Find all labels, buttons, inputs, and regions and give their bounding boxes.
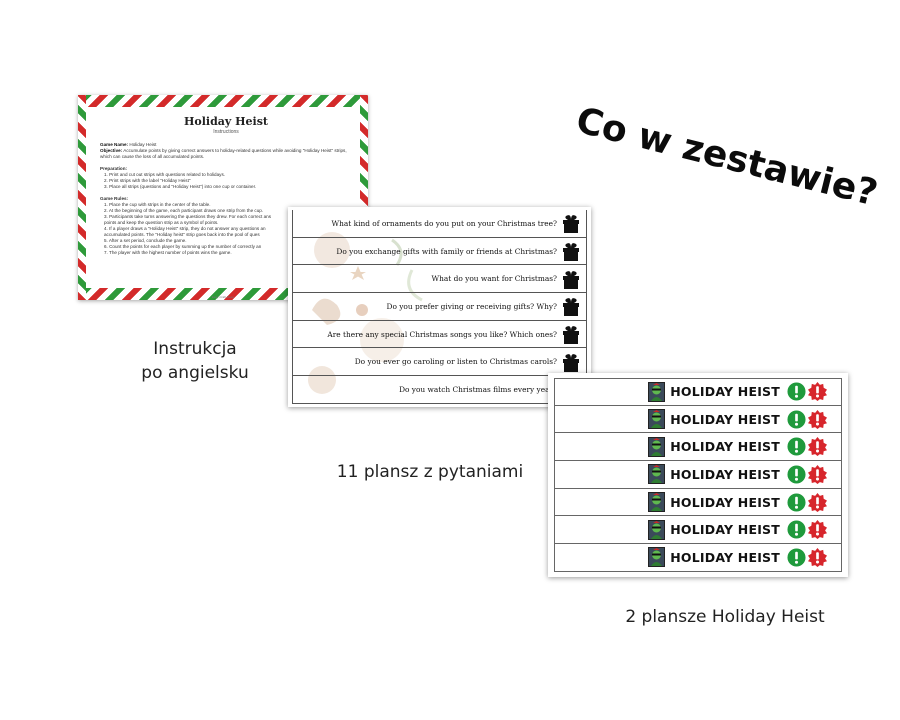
heist-strip: HOLIDAY HEIST [554, 461, 842, 489]
sheet-subtitle: Instructions [213, 129, 239, 135]
red-alert-badge-icon [808, 437, 827, 457]
rule-item: accumulated points. The "Holiday heist" … [104, 232, 260, 237]
sheet-title: Holiday Heist [184, 115, 268, 128]
caption-instructions-line2: po angielsku [141, 363, 249, 383]
headline: Co w zestawie? [572, 100, 882, 215]
preparation-heading: Preparation: [100, 166, 128, 171]
question-text: What kind of ornaments do you put on you… [331, 218, 557, 228]
gift-icon [563, 326, 579, 345]
question-strip: Are there any special Christmas songs yo… [292, 320, 587, 349]
question-text: Are there any special Christmas songs yo… [327, 329, 557, 339]
heist-label: HOLIDAY HEIST [670, 522, 780, 538]
green-alert-badge-icon [787, 520, 806, 539]
sheet-body: Game Name: Holiday Heist Objective: Accu… [100, 142, 352, 256]
caption-heist: 2 plansze Holiday Heist [625, 607, 825, 627]
question-strip: Do you watch Christmas films every year? [292, 376, 587, 404]
green-alert-badge-icon [787, 382, 806, 401]
rules-heading: Game Rules: [100, 196, 129, 201]
preparation-item: 3. Place all strips (questions and "Holi… [104, 184, 257, 189]
gift-icon [563, 215, 579, 234]
heist-label: HOLIDAY HEIST [670, 494, 780, 510]
green-alert-badge-icon [787, 493, 806, 512]
robber-icon [648, 436, 666, 457]
robber-icon [648, 519, 666, 540]
rule-item: points and keep the question strip as a … [104, 220, 219, 225]
robber-icon [648, 547, 666, 568]
preparation-item: 1. Print and cut out strips with questio… [104, 172, 226, 177]
rule-item: 7. The player with the highest number of… [104, 250, 232, 255]
gift-icon [563, 353, 579, 372]
question-text: Do you ever go caroling or listen to Chr… [354, 357, 557, 367]
candy-stripe-border-right [360, 95, 368, 300]
red-alert-badge-icon [808, 382, 827, 402]
rule-item: 6. Count the points for each player by s… [104, 244, 262, 249]
caption-instructions-line1: Instrukcja [153, 339, 237, 359]
heist-label: HOLIDAY HEIST [670, 439, 780, 455]
gift-icon [563, 298, 579, 317]
caption-instructions: Instrukcja po angielsku [110, 337, 280, 385]
christmas-background-illustration [308, 232, 423, 394]
green-alert-badge-icon [787, 410, 806, 429]
heist-strip: HOLIDAY HEIST [554, 433, 842, 462]
heist-strip: HOLIDAY HEIST [554, 405, 842, 434]
rule-item: 2. At the beginning of the game, each pa… [104, 208, 264, 213]
robber-icon [648, 409, 666, 430]
gift-icon [563, 270, 579, 289]
heist-strip: HOLIDAY HEIST [554, 488, 842, 517]
robber-icon [648, 381, 666, 402]
red-alert-badge-icon [808, 464, 827, 484]
question-board-preview: What kind of ornaments do you put on you… [288, 207, 591, 407]
heist-label: HOLIDAY HEIST [670, 411, 780, 427]
candy-stripe-border-left [78, 95, 86, 300]
holiday-heist-board-preview: HOLIDAY HEIST HOLIDAY HEIST HOLIDAY HEIS… [548, 373, 848, 577]
question-strip: Do you exchange gifts with family or fri… [292, 237, 587, 266]
question-strip: Do you ever go caroling or listen to Chr… [292, 348, 587, 377]
caption-questions: 11 plansz z pytaniami [336, 462, 524, 482]
heist-label: HOLIDAY HEIST [670, 384, 780, 400]
rule-item: 4. If a player draws a "Holiday Heist" s… [104, 226, 266, 231]
question-text: What do you want for Christmas? [431, 274, 557, 284]
green-alert-badge-icon [787, 465, 806, 484]
rule-item: 1. Place the cup with strips in the cent… [104, 202, 211, 207]
rule-item: 3. Participants take turns answering the… [104, 214, 271, 219]
heist-label: HOLIDAY HEIST [670, 466, 780, 482]
red-alert-badge-icon [808, 409, 827, 429]
question-text: Do you exchange gifts with family or fri… [336, 246, 557, 256]
question-strip: Do you prefer giving or receiving gifts?… [292, 293, 587, 321]
question-strip: What do you want for Christmas? [292, 265, 587, 294]
question-text: Do you watch Christmas films every year? [399, 384, 557, 394]
gift-icon [563, 243, 579, 262]
red-alert-badge-icon [808, 547, 827, 567]
heist-label: HOLIDAY HEIST [670, 549, 780, 565]
heist-strip: HOLIDAY HEIST [554, 544, 842, 572]
candy-stripe-border-top [78, 95, 368, 107]
preparation-item: 2. Print strips with the label "Holiday … [104, 178, 191, 183]
objective-line: Objective: Accumulate points by giving c… [100, 148, 347, 159]
instructions-sheet-preview: Holiday Heist Instructions Game Name: Ho… [78, 95, 368, 300]
red-alert-badge-icon [808, 520, 827, 540]
red-alert-badge-icon [808, 492, 827, 512]
green-alert-badge-icon [787, 437, 806, 456]
robber-icon [648, 464, 666, 485]
heist-strip: HOLIDAY HEIST [554, 378, 842, 406]
game-name-line: Game Name: Holiday Heist [100, 142, 157, 147]
heist-strip: HOLIDAY HEIST [554, 516, 842, 545]
question-text: Do you prefer giving or receiving gifts?… [386, 301, 557, 311]
rule-item: 5. After a set period, conclude the game… [104, 238, 187, 243]
sheet-footer: Easy Craft Ideas [211, 295, 235, 299]
question-strip: What kind of ornaments do you put on you… [292, 210, 587, 238]
robber-icon [648, 492, 666, 513]
green-alert-badge-icon [787, 548, 806, 567]
